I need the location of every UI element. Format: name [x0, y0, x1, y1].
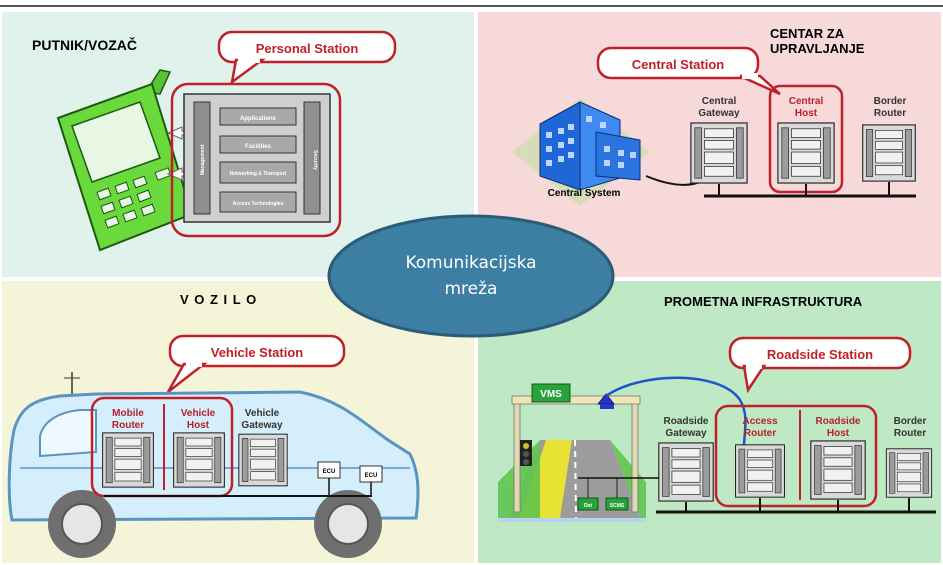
- communication-network-ellipse: [327, 214, 615, 338]
- roadside-station-frame: [714, 404, 878, 508]
- central-border-stack: [862, 124, 916, 182]
- road-scene-icon: VMS: [498, 383, 646, 522]
- node-vehicle-gateway-l1: Vehicle: [245, 408, 280, 419]
- access-router-stack: [734, 444, 786, 498]
- node-vehicle-host-l1: Vehicle: [181, 408, 216, 419]
- roadside-gateway-stack: [658, 442, 714, 502]
- vms-sign-label: VMS: [540, 389, 562, 400]
- personal-station-stack: Applications Facilities Networking & Tra…: [183, 93, 331, 223]
- bar-management: Management: [200, 144, 206, 175]
- roadside-host-stack: [810, 440, 866, 500]
- node-border-router-l1: Border: [874, 96, 907, 107]
- central-system-building-icon: [512, 98, 650, 206]
- layer-applications: Applications: [240, 116, 277, 122]
- node-roadside-gateway-l2: Gateway: [665, 428, 707, 439]
- node-access-router-l1: Access: [742, 416, 777, 427]
- node-mobile-router-l2: Router: [112, 420, 144, 431]
- callout-text-vehicle: Vehicle Station: [211, 345, 304, 360]
- node-border-router-l2: Router: [874, 108, 906, 119]
- vehicle-host-stack: [173, 432, 225, 488]
- callout-text-roadside: Roadside Station: [767, 347, 873, 362]
- node-roadside-host-l2: Host: [827, 428, 850, 439]
- personal-station-frame: [170, 82, 342, 238]
- roadside-border-stack: [885, 448, 933, 498]
- title-prometna: PROMETNA INFRASTRUKTURA: [664, 294, 863, 309]
- sensor-label-1: Det: [584, 503, 592, 509]
- node-central-gateway-l2: Gateway: [698, 108, 740, 119]
- node-mobile-router-l1: Mobile: [112, 408, 144, 419]
- central-system-label: Central System: [548, 188, 621, 199]
- node-access-router-l2: Router: [744, 428, 776, 439]
- node-vehicle-gateway-l2: Gateway: [241, 420, 283, 431]
- callout-personal-station: [217, 30, 397, 64]
- central-gateway-stack: [690, 122, 748, 184]
- node-central-host-l1: Central: [789, 96, 824, 107]
- center-text-line2: mreža: [445, 279, 498, 299]
- callout-vehicle-station: [168, 334, 346, 368]
- node-vehicle-host-l2: Host: [187, 420, 210, 431]
- vehicle-gateway-stack: [238, 433, 288, 487]
- center-text-line1: Komunikacijska: [405, 253, 536, 273]
- bar-security: Security: [312, 150, 318, 170]
- title-centar-line2: UPRAVLJANJE: [770, 41, 865, 56]
- sensor-label-2: SCMS: [610, 503, 625, 509]
- node-border-router2-l2: Router: [894, 428, 926, 439]
- node-roadside-gateway-l1: Roadside: [663, 416, 708, 427]
- node-central-gateway-l1: Central: [702, 96, 737, 107]
- ecu-label-1: ECU: [323, 469, 336, 475]
- mobile-phone-icon: [56, 69, 194, 252]
- layer-access-tech: Access Technologies: [233, 201, 284, 207]
- mobile-router-stack: [102, 432, 154, 488]
- node-roadside-host-l1: Roadside: [815, 416, 860, 427]
- title-centar-line1: CENTAR ZA: [770, 26, 845, 41]
- title-putnik-vozac: PUTNIK/VOZAČ: [32, 36, 137, 53]
- callout-central-station: [596, 46, 760, 80]
- callout-roadside-station: [728, 336, 912, 370]
- layer-facilities: Facilities: [245, 144, 271, 150]
- ecu-label-2: ECU: [365, 473, 378, 479]
- layer-networking: Networking & Transport: [230, 171, 287, 177]
- node-central-host-l2: Host: [795, 108, 818, 119]
- central-host-stack: [777, 122, 835, 184]
- title-vozilo: V O Z I L O: [180, 292, 257, 307]
- callout-text-personal: Personal Station: [256, 41, 359, 56]
- node-border-router2-l1: Border: [894, 416, 927, 427]
- callout-text-central: Central Station: [632, 57, 725, 72]
